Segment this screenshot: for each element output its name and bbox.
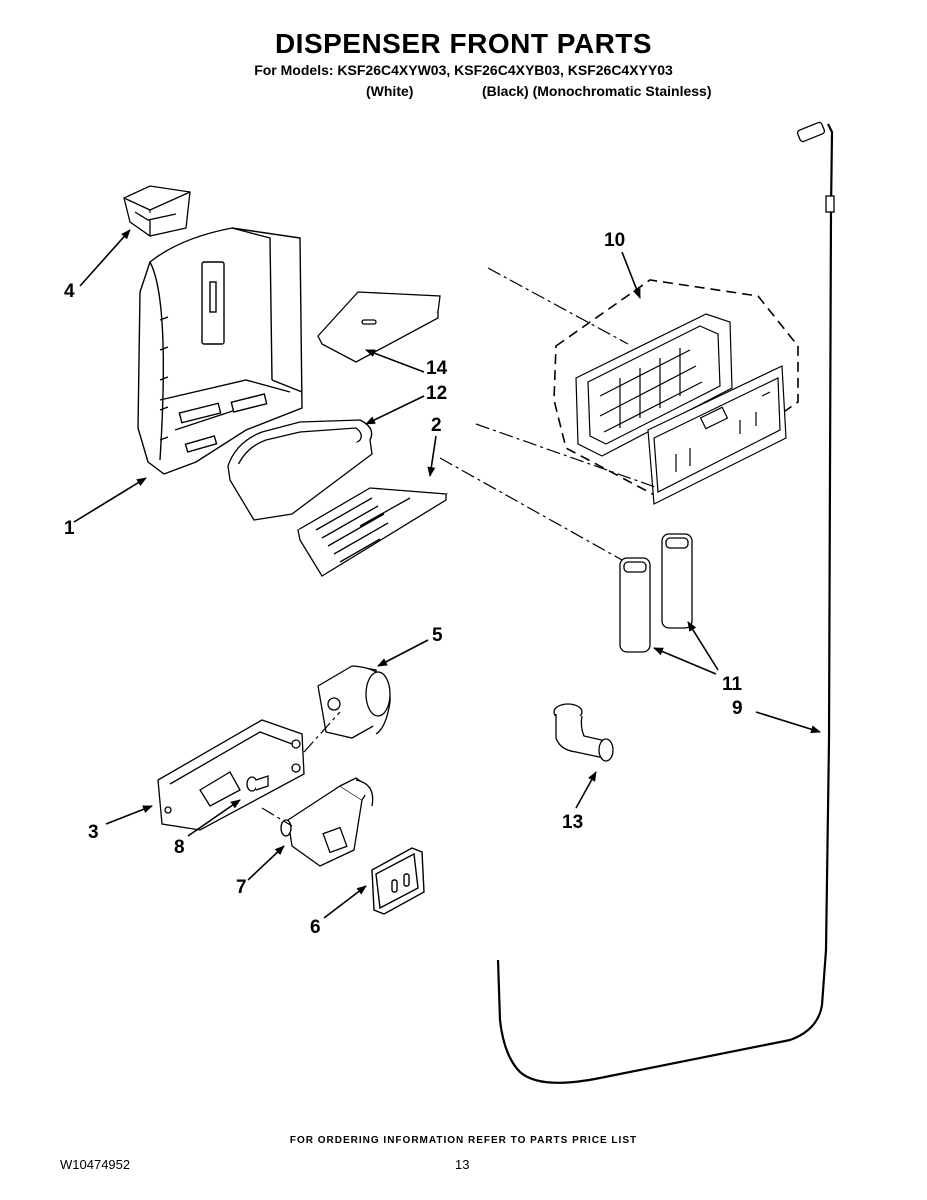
callout-6: 6 xyxy=(310,917,321,938)
model-list: For Models: KSF26C4XYW03, KSF26C4XYB03, … xyxy=(254,62,673,78)
callout-12: 12 xyxy=(426,383,447,404)
callout-7: 7 xyxy=(236,877,247,898)
part-8-screw xyxy=(246,775,269,792)
callout-10: 10 xyxy=(604,230,625,251)
page-number: 13 xyxy=(455,1157,470,1172)
callout-3: 3 xyxy=(88,822,99,843)
variant-white-label: (White) xyxy=(366,83,414,99)
document-number: W10474952 xyxy=(60,1157,131,1172)
part-1-housing xyxy=(137,227,303,475)
callout-5: 5 xyxy=(432,625,443,646)
part-13-elbow xyxy=(553,703,614,762)
part-6-pad xyxy=(371,847,425,915)
callout-arrows xyxy=(73,229,821,919)
alignment-leaders xyxy=(261,267,659,827)
part-5-motor xyxy=(317,665,391,739)
variant-black-mono-label: (Black) (Monochromatic Stainless) xyxy=(482,83,712,99)
part-3-bracket xyxy=(157,719,305,831)
callout-11: 11 xyxy=(722,674,743,695)
part-11-covers xyxy=(619,533,693,653)
callout-13: 13 xyxy=(562,812,583,833)
callout-8: 8 xyxy=(174,837,185,858)
page-title: DISPENSER FRONT PARTS xyxy=(274,28,653,59)
part-4-cup xyxy=(123,185,191,237)
callout-1: 1 xyxy=(64,518,75,539)
part-7-solenoid xyxy=(280,777,374,867)
part-9-tube xyxy=(496,123,834,1084)
part-2-grille xyxy=(297,487,449,577)
callout-14: 14 xyxy=(426,358,448,379)
part-14-tray xyxy=(316,291,441,363)
callout-2: 2 xyxy=(431,415,442,436)
callout-9: 9 xyxy=(732,698,743,719)
part-10-control-assembly xyxy=(553,279,799,505)
ordering-note: FOR ORDERING INFORMATION REFER TO PARTS … xyxy=(289,1135,638,1146)
callout-4: 4 xyxy=(64,281,75,302)
part-9-tube-fitting xyxy=(796,121,835,213)
part-12-drip-tray xyxy=(227,419,373,521)
